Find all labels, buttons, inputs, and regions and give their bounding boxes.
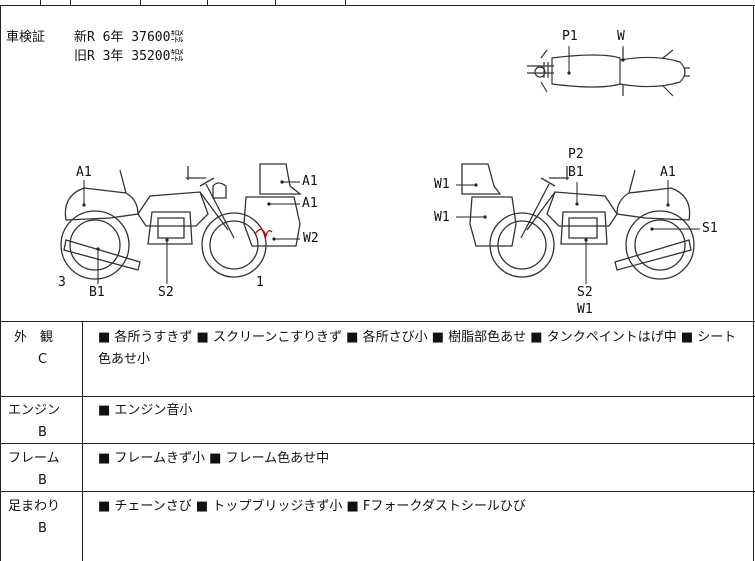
diagram-label: A1 (76, 165, 92, 180)
table-row-border (0, 443, 755, 444)
diagram-label: P2 (568, 147, 584, 162)
inspection-label: 車検証 (6, 30, 46, 45)
diagram-label: B1 (568, 165, 584, 180)
diagram-label: S2 (158, 285, 174, 300)
condition-text: ■ フレームきず小 ■ フレーム色あせ中 (98, 451, 330, 466)
condition-text: ■ エンジン音小 (98, 403, 193, 418)
condition-category: 足まわり (8, 499, 61, 514)
diagram-label: A1 (660, 165, 676, 180)
table-column-divider (82, 321, 83, 561)
header-bottom-border (0, 5, 755, 6)
diagram-label: 1 (256, 275, 264, 290)
condition-category: フレーム (8, 451, 60, 466)
condition-category: エンジン (8, 403, 61, 418)
condition-category: 外 観 (14, 330, 54, 345)
table-left-border (0, 5, 1, 561)
diagram-label: 3 (58, 275, 66, 290)
header-divider (345, 0, 346, 5)
header-divider (140, 0, 141, 5)
header-divider (275, 0, 276, 5)
diagram-label: W1 (434, 210, 450, 225)
condition-grade: C (38, 352, 48, 367)
condition-text: ■ 各所うすきず ■ スクリーンこすりきず ■ 各所さび小 ■ 樹脂部色あせ ■… (98, 330, 737, 367)
diagram-label: W (617, 29, 625, 44)
header-divider (207, 0, 208, 5)
condition-text: ■ チェーンさび ■ トップブリッジきず小 ■ Fフォークダストシールひび (98, 499, 526, 514)
inspection-new: 新R 6年 37600㌖ (74, 30, 184, 45)
header-divider (70, 0, 71, 5)
diagram-label: B1 (89, 285, 105, 300)
diagram-label: W1 (434, 177, 450, 192)
condition-grade: B (38, 473, 47, 488)
table-row-border (0, 396, 755, 397)
diagram-label: A1 (302, 196, 318, 211)
diagram-label: P1 (562, 29, 578, 44)
table-top-border (0, 321, 755, 322)
diagram-label: S1 (702, 221, 718, 236)
diagram-label: W2 (303, 231, 319, 246)
diagram-label: W1 (577, 302, 593, 317)
table-row-border (0, 491, 755, 492)
table-right-border (753, 5, 754, 561)
condition-grade: B (38, 425, 47, 440)
diagram-label: S2 (577, 285, 593, 300)
diagram-label: A1 (302, 174, 318, 189)
inspection-old: 旧R 3年 35200㌖ (74, 49, 184, 64)
condition-grade: B (38, 521, 47, 536)
header-divider (40, 0, 41, 5)
